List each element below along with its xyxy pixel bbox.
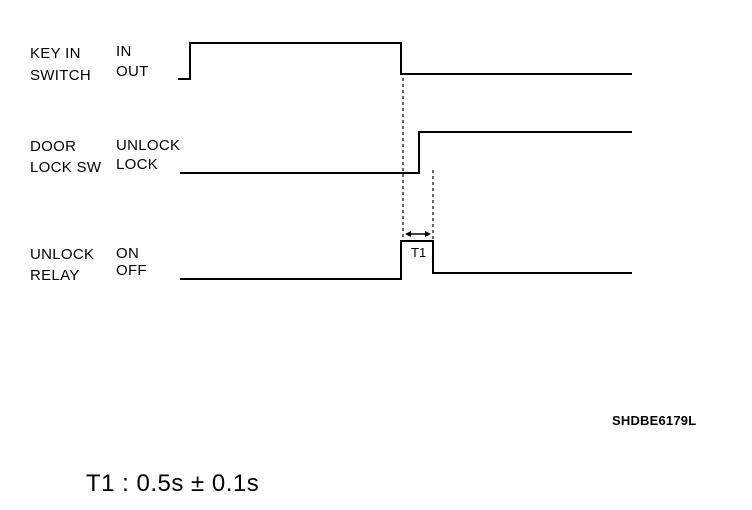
figure-code: SHDBE6179L <box>612 413 697 428</box>
t1-interval-label: T1 <box>411 245 427 260</box>
t1-formula: T1 : 0.5s ± 0.1s <box>86 470 260 497</box>
door-lock-sw-state-lock: LOCK <box>116 156 159 173</box>
unlock-relay-state-on: ON <box>116 245 140 262</box>
door-lock-sw-state-unlock: UNLOCK <box>116 137 181 154</box>
t1-interval-arrow <box>405 231 431 237</box>
door-lock-sw-waveform <box>180 131 632 174</box>
unlock-relay-name-line1: UNLOCK <box>30 246 95 263</box>
door-lock-sw-name-line2: LOCK SW <box>30 159 102 176</box>
key-switch-state-out: OUT <box>116 63 149 80</box>
key-switch-name-line2: SWITCH <box>30 67 91 84</box>
key-switch-name-line1: KEY IN <box>30 45 81 62</box>
key-switch-state-in: IN <box>116 43 132 60</box>
unlock-relay-waveform <box>180 240 632 280</box>
unlock-relay-state-off: OFF <box>116 262 147 279</box>
door-lock-sw-name-line1: DOOR <box>30 138 77 155</box>
unlock-relay-name-line2: RELAY <box>30 267 80 284</box>
key-switch-waveform <box>178 42 632 80</box>
